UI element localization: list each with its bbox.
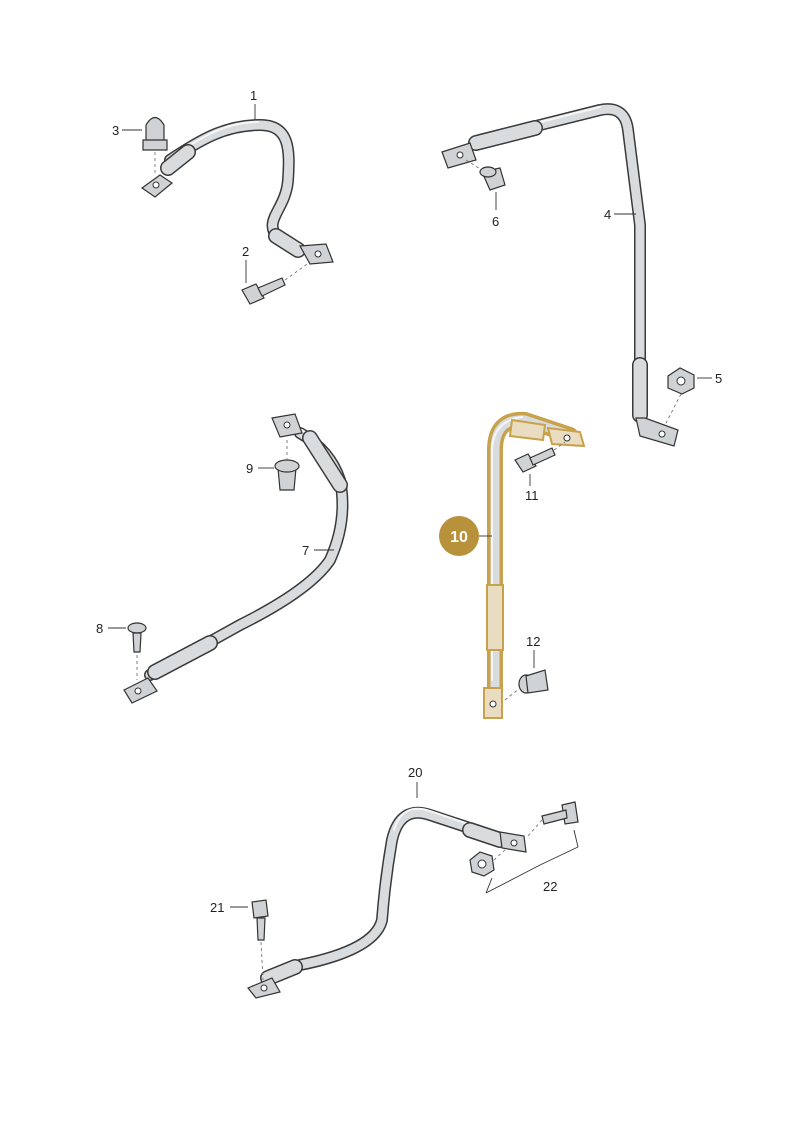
badge-10: 10 bbox=[439, 516, 492, 556]
cable-part-20[interactable] bbox=[247, 806, 527, 999]
callout-8: 8 bbox=[96, 621, 126, 636]
nut-part-22[interactable] bbox=[469, 849, 506, 877]
cable-part-7[interactable] bbox=[123, 413, 349, 704]
callout-12: 12 bbox=[526, 634, 540, 668]
callout-label: 3 bbox=[112, 123, 119, 138]
callout-11: 11 bbox=[525, 474, 539, 503]
nut-part-5[interactable] bbox=[664, 367, 695, 426]
bolt-part-22[interactable] bbox=[527, 801, 579, 837]
callout-1: 1 bbox=[250, 88, 257, 120]
callout-5: 5 bbox=[697, 371, 722, 386]
callout-7: 7 bbox=[302, 543, 334, 558]
cable-part-10[interactable] bbox=[483, 411, 586, 719]
callout-22: 22 bbox=[485, 829, 579, 894]
rivet-nut-part-12[interactable] bbox=[504, 669, 549, 701]
bolt-part-21[interactable] bbox=[251, 899, 269, 981]
callout-label: 7 bbox=[302, 543, 309, 558]
callout-9: 9 bbox=[246, 461, 274, 476]
callout-label: 11 bbox=[525, 488, 539, 503]
cable-part-4[interactable] bbox=[441, 103, 679, 447]
callout-label: 2 bbox=[242, 244, 249, 259]
badge-label: 10 bbox=[450, 529, 468, 546]
callout-label: 12 bbox=[526, 634, 540, 649]
callout-2: 2 bbox=[242, 244, 249, 283]
callout-label: 1 bbox=[250, 88, 257, 103]
cable-part-1[interactable] bbox=[140, 119, 334, 265]
screw-part-8[interactable] bbox=[127, 622, 147, 680]
callout-label: 21 bbox=[210, 900, 224, 915]
bolt-part-2[interactable] bbox=[241, 261, 311, 305]
rivet-nut-part-6[interactable] bbox=[465, 159, 506, 191]
callout-label: 4 bbox=[604, 207, 611, 222]
callout-label: 22 bbox=[543, 879, 557, 894]
bolt-part-11[interactable] bbox=[514, 441, 566, 473]
callout-label: 9 bbox=[246, 461, 253, 476]
callout-label: 5 bbox=[715, 371, 722, 386]
callout-20: 20 bbox=[408, 765, 422, 798]
rivet-nut-part-9[interactable] bbox=[274, 440, 300, 491]
callout-label: 8 bbox=[96, 621, 103, 636]
callout-3: 3 bbox=[112, 123, 142, 138]
callout-6: 6 bbox=[492, 192, 499, 229]
cap-nut-part-3[interactable] bbox=[142, 116, 168, 176]
callout-4: 4 bbox=[604, 207, 636, 222]
callout-label: 6 bbox=[492, 214, 499, 229]
callout-21: 21 bbox=[210, 900, 248, 915]
callout-label: 20 bbox=[408, 765, 422, 780]
